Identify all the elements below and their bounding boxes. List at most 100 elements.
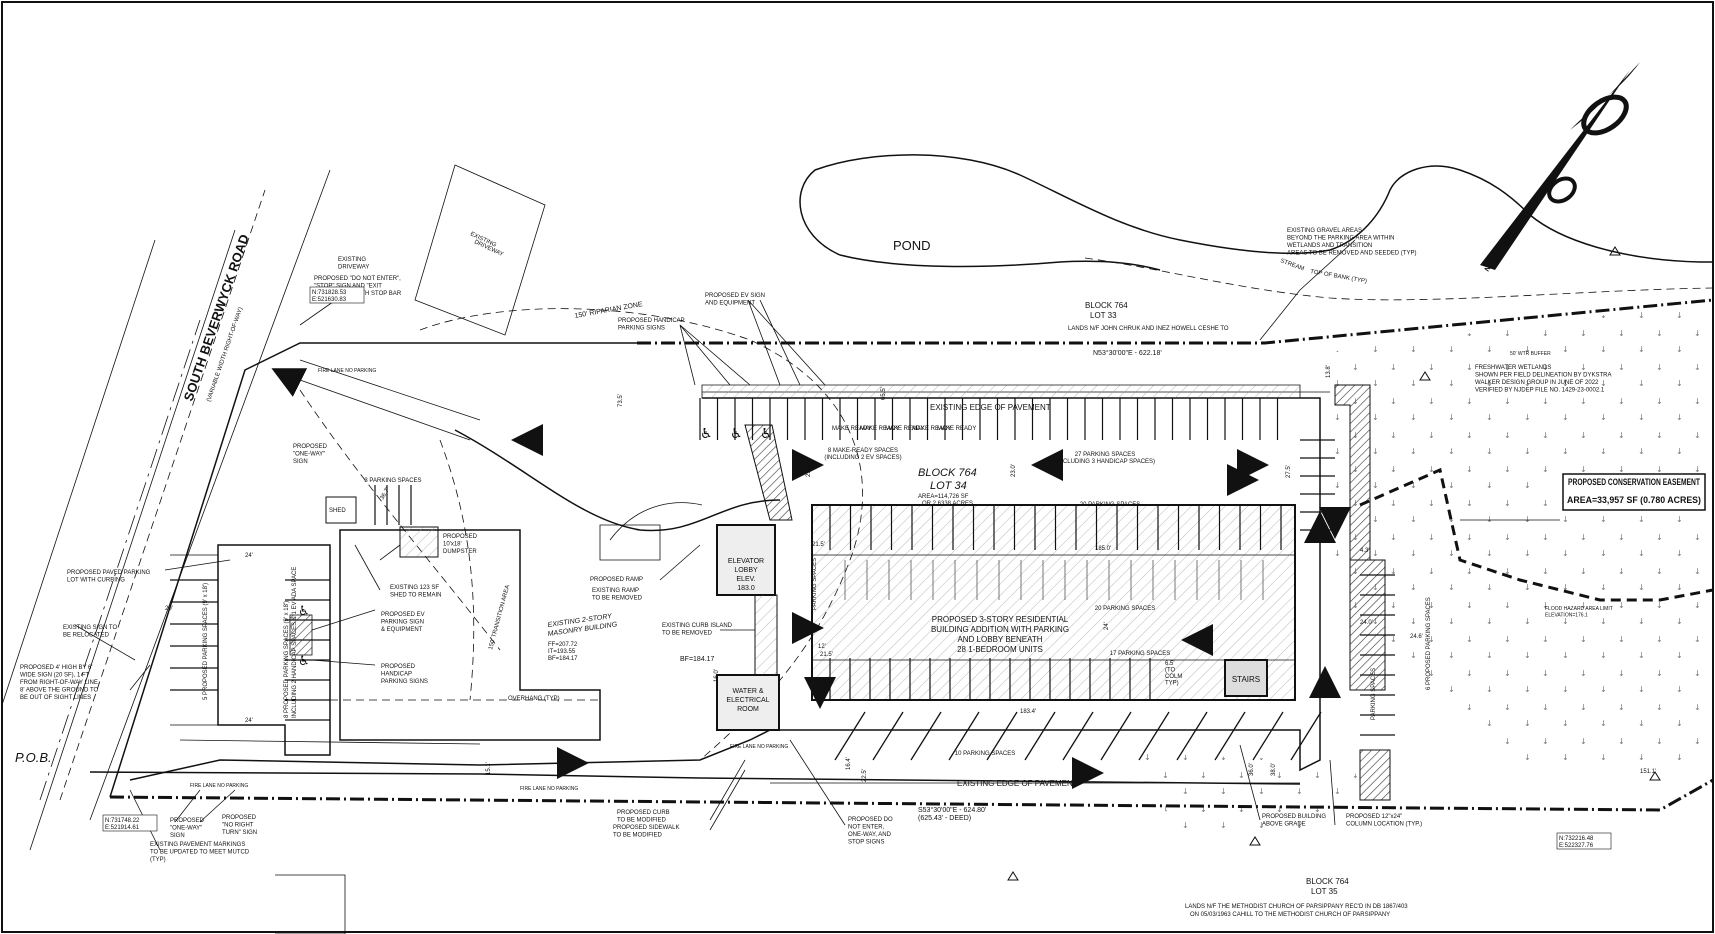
block-lot-33-line1: BLOCK 764	[1085, 301, 1128, 310]
column-dim: 6.5'	[1165, 661, 1175, 667]
building-line1: PROPOSED 3-STORY RESIDENTIAL	[932, 615, 1069, 624]
callout-text: NOT ENTER,	[848, 825, 885, 831]
callout-text: DUMPSTER	[443, 549, 477, 555]
callout-text: EXISTING	[338, 257, 366, 263]
plan-label: FIRE LANE NO PARKING	[520, 786, 578, 792]
callout-text: PROPOSED 12"x24"	[1346, 814, 1402, 820]
block-lot-34-line1: BLOCK 764	[918, 467, 977, 479]
svg-text:E:522327.76: E:522327.76	[1559, 843, 1594, 849]
left-parking-lot	[217, 544, 331, 756]
parking-20-top: 20 PARKING SPACES	[1080, 502, 1140, 508]
callout-text: PROPOSED	[381, 664, 416, 670]
existing-bldg-elev1: FF=207.72	[548, 642, 578, 648]
make-ready-tag: MAKE READY	[832, 426, 871, 432]
callout-text: EXISTING CURB ISLAND	[662, 623, 733, 629]
parking-stalls-top	[699, 398, 1282, 550]
south-bearing-line1: S53°30'00"E - 624.80'	[918, 806, 986, 814]
callout-text: HANDICAP	[381, 672, 412, 678]
callout-text: WALKER DESIGN GROUP IN JUNE OF 2022	[1475, 380, 1599, 386]
dimension-text: 38.0'	[1271, 763, 1277, 776]
water-room-line2: ELECTRICAL	[726, 697, 769, 704]
parking-10: 10 PARKING SPACES	[955, 751, 1015, 757]
pob-label: P.O.B.	[15, 750, 52, 765]
right-vert2-label: 6 PROPOSED PARKING SPACES	[1426, 597, 1432, 690]
left-block2-line1: 8 PROPOSED PARKING SPACES (9' x 18')	[284, 601, 290, 718]
building-line2: BUILDING ADDITION WITH PARKING	[931, 625, 1069, 634]
coord-nw: N:731828.53 E:521630.83	[309, 286, 365, 304]
property-line-west	[109, 342, 637, 798]
handicap-icon: ♿ ♿ ♿ ♿ ♿	[298, 426, 773, 669]
top-of-bank	[1084, 257, 1714, 301]
parking-20-mid: 20 PARKING SPACES	[1095, 606, 1155, 612]
make-ready-tag: MAKE READY	[885, 426, 924, 432]
make-ready-tag: MAKE READY	[912, 426, 951, 432]
svg-text:E:521914.61: E:521914.61	[105, 825, 140, 831]
left-parking-inner	[170, 554, 219, 726]
plan-label: FIRE LANE NO PARKING	[318, 368, 376, 374]
easement-title: PROPOSED CONSERVATION EASEMENT	[1568, 477, 1700, 487]
dimension-text: 65.5'	[881, 387, 887, 400]
callout-text: EXISTING GRAVEL AREAS	[1287, 228, 1362, 234]
parking-17: 17 PARKING SPACES	[1110, 651, 1170, 657]
riparian-curve	[419, 308, 863, 761]
survey-marks	[1007, 246, 1661, 881]
callout-text: PROPOSED HANDICAP	[618, 318, 685, 324]
callout-text: TO BE MODIFIED	[617, 818, 667, 824]
dimension-text: 24'	[245, 718, 253, 724]
building-column-line	[812, 554, 1295, 661]
parking-27-line2: (INCLUDING 3 HANDICAP SPACES)	[1055, 459, 1155, 465]
dimension-text: 185.0'	[1095, 546, 1111, 552]
road-centerline	[39, 319, 201, 801]
callout-text: PROPOSED RAMP	[590, 577, 643, 583]
callout-text: BE OUT OF SIGHT LINES	[20, 695, 91, 701]
plan-label: FIRE LANE NO PARKING	[730, 744, 788, 750]
plan-label: FIRE LANE NO PARKING	[190, 783, 248, 789]
dimension-text: 16.4'	[846, 757, 852, 770]
offsite-building	[275, 874, 346, 934]
existing-bldg-annex	[599, 524, 661, 561]
property-line-north	[637, 298, 1714, 345]
existing-bldg-elev2: IT=193.55	[548, 649, 576, 655]
svg-text:E:521630.83: E:521630.83	[312, 297, 347, 303]
road-edge-2	[29, 229, 236, 851]
callout-text: LOT WITH CURBING	[67, 578, 125, 584]
callout-text: PROPOSED "DO NOT ENTER",	[314, 276, 401, 282]
left-block-count: 5 PROPOSED PARKING SPACES (9' x 18')	[203, 583, 209, 700]
dimension-text: 20'	[165, 606, 173, 612]
callout-text: PROPOSED CURB	[617, 810, 670, 816]
svg-text:♿: ♿	[730, 426, 743, 442]
lands-lot-35-line1: LANDS N/F THE METHODIST CHURCH OF PARSIP…	[1185, 904, 1408, 910]
callout-text: ELEVATION=176.1	[1545, 613, 1588, 619]
north-arrow-icon	[1480, 62, 1640, 270]
hatched-curb-north	[701, 384, 1301, 399]
plan-label: 150' TRANSITION AREA	[488, 585, 511, 651]
dimension-text: 21.5'	[820, 652, 833, 658]
pond-outline	[799, 154, 1713, 271]
callout-text: TO BE UPDATED TO MEET MUTCD	[150, 850, 250, 856]
coord-se: N:732216.48 E:522327.76	[1556, 832, 1612, 850]
elevator-line2: LOBBY	[734, 567, 758, 574]
callout-text: "NO RIGHT	[222, 823, 254, 829]
road-edge-1	[1, 239, 156, 706]
callout-text: FROM RIGHT-OF-WAY LINE,	[20, 680, 100, 686]
hatched-curb-east-2	[1349, 559, 1386, 691]
water-room-line3: ROOM	[737, 706, 759, 713]
callout-text: VERIFIED BY NJDEP FILE NO. 1429-23-0002.…	[1475, 388, 1605, 394]
callout-text: FLOOD HAZARD AREA LIMIT	[1545, 606, 1613, 612]
callout-text: BEYOND THE PARKING AREA WITHIN	[1287, 236, 1394, 242]
parking-stalls-angled	[834, 711, 1322, 761]
callout-text: SHED TO REMAIN	[390, 593, 441, 599]
dimension-text: 15.1'	[486, 762, 492, 775]
plan-label: SHED	[329, 508, 346, 514]
callout-text: SHOWN PER FIELD DELINEATION BY DYKSTRA	[1475, 373, 1611, 379]
callout-text: (TYP)	[150, 857, 166, 863]
existing-building	[339, 529, 601, 741]
callout-text: PARKING SIGNS	[381, 679, 428, 685]
callout-text: EXISTING 123 SF	[390, 585, 439, 591]
callout-text: EXISTING RAMP	[592, 588, 639, 594]
callout-text: "ONE-WAY"	[293, 452, 325, 458]
wetlands-area	[1330, 302, 1713, 762]
dimension-text: 21.5'	[812, 542, 825, 548]
dimension-text: 24.0'	[1360, 620, 1373, 626]
